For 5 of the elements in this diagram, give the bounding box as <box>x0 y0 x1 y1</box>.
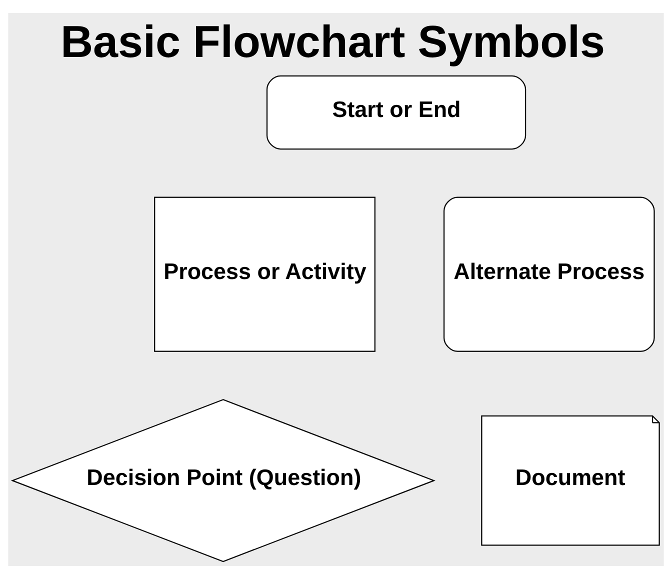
node-box: Alternate Process <box>443 196 655 352</box>
node-diamond: Decision Point (Question) <box>10 399 436 562</box>
node-box: Process or Activity <box>154 196 376 352</box>
diagram-title: Basic Flowchart Symbols <box>60 16 606 67</box>
node-box: Start or End <box>266 75 526 150</box>
